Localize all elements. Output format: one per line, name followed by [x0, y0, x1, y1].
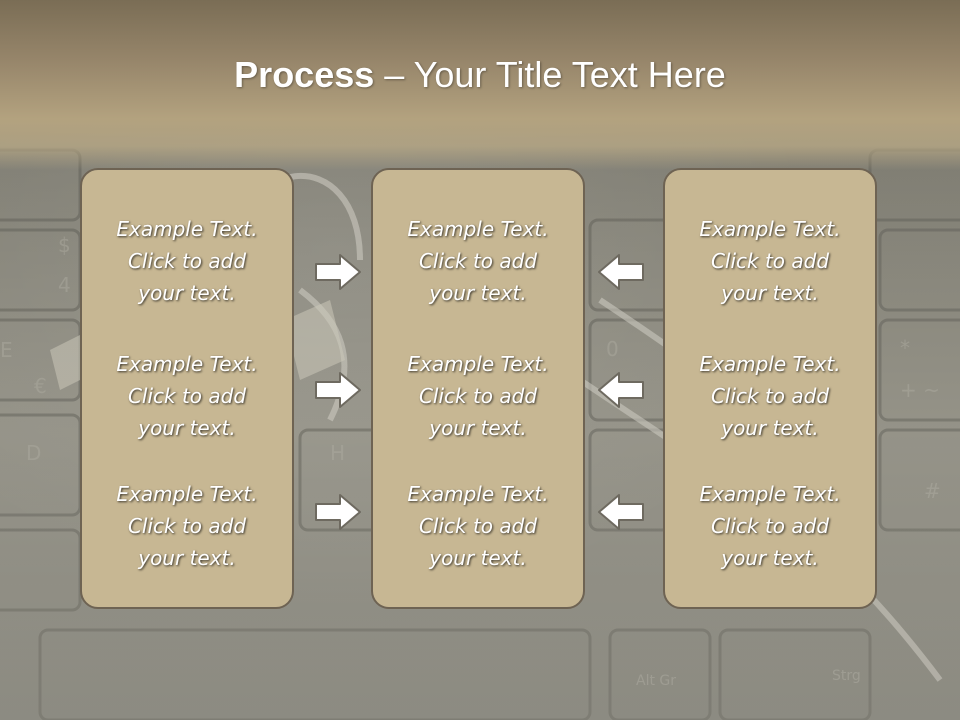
arrow-left-icon[interactable]: [597, 492, 645, 532]
text-line: your text.: [138, 416, 236, 440]
text-line: Example Text.: [699, 352, 841, 376]
text-line: your text.: [429, 281, 527, 305]
text-line: Click to add: [710, 249, 830, 273]
text-placeholder[interactable]: Example Text. Click to add your text.: [665, 348, 875, 444]
text-line: Click to add: [418, 249, 538, 273]
text-line: your text.: [138, 281, 236, 305]
svg-text:*: *: [900, 336, 910, 360]
title-band: [0, 0, 960, 170]
text-line: your text.: [721, 546, 819, 570]
text-line: Example Text.: [699, 217, 841, 241]
svg-text:Strg: Strg: [832, 668, 861, 684]
text-placeholder[interactable]: Example Text. Click to add your text.: [665, 213, 875, 309]
svg-text:$: $: [58, 233, 71, 257]
svg-text:#: #: [924, 479, 941, 503]
arrow-right-icon[interactable]: [314, 492, 362, 532]
process-box-left[interactable]: Example Text. Click to add your text. Ex…: [80, 168, 294, 609]
title-bold-part: Process: [234, 54, 375, 95]
text-line: Click to add: [710, 384, 830, 408]
svg-text:0: 0: [606, 337, 619, 361]
text-placeholder[interactable]: Example Text. Click to add your text.: [665, 478, 875, 574]
text-line: Example Text.: [407, 482, 549, 506]
text-line: Click to add: [127, 249, 247, 273]
text-placeholder[interactable]: Example Text. Click to add your text.: [373, 213, 583, 309]
svg-text:Alt Gr: Alt Gr: [636, 673, 676, 689]
process-box-right[interactable]: Example Text. Click to add your text. Ex…: [663, 168, 877, 609]
title-rest-part: – Your Title Text Here: [374, 54, 726, 95]
svg-text:€: €: [34, 374, 47, 398]
text-line: your text.: [429, 416, 527, 440]
text-line: Click to add: [418, 514, 538, 538]
svg-text:+ ~: + ~: [900, 378, 940, 402]
text-line: your text.: [429, 546, 527, 570]
arrow-left-icon[interactable]: [597, 370, 645, 410]
text-line: Example Text.: [116, 217, 258, 241]
svg-text:H: H: [330, 441, 345, 465]
text-line: Click to add: [127, 384, 247, 408]
text-line: Click to add: [418, 384, 538, 408]
text-line: Example Text.: [699, 482, 841, 506]
text-line: Click to add: [710, 514, 830, 538]
text-placeholder[interactable]: Example Text. Click to add your text.: [82, 478, 292, 574]
text-line: your text.: [721, 416, 819, 440]
text-placeholder[interactable]: Example Text. Click to add your text.: [82, 213, 292, 309]
text-line: your text.: [721, 281, 819, 305]
arrow-left-icon[interactable]: [597, 252, 645, 292]
slide-title[interactable]: Process – Your Title Text Here: [0, 52, 960, 98]
text-placeholder[interactable]: Example Text. Click to add your text.: [373, 348, 583, 444]
arrow-right-icon[interactable]: [314, 252, 362, 292]
arrow-right-icon[interactable]: [314, 370, 362, 410]
svg-text:4: 4: [58, 273, 71, 297]
process-box-middle[interactable]: Example Text. Click to add your text. Ex…: [371, 168, 585, 609]
text-placeholder[interactable]: Example Text. Click to add your text.: [373, 478, 583, 574]
svg-text:E: E: [0, 338, 13, 362]
text-line: Example Text.: [407, 217, 549, 241]
text-line: Example Text.: [116, 482, 258, 506]
text-line: Click to add: [127, 514, 247, 538]
text-line: Example Text.: [407, 352, 549, 376]
text-line: your text.: [138, 546, 236, 570]
text-line: Example Text.: [116, 352, 258, 376]
svg-text:D: D: [26, 441, 41, 465]
text-placeholder[interactable]: Example Text. Click to add your text.: [82, 348, 292, 444]
